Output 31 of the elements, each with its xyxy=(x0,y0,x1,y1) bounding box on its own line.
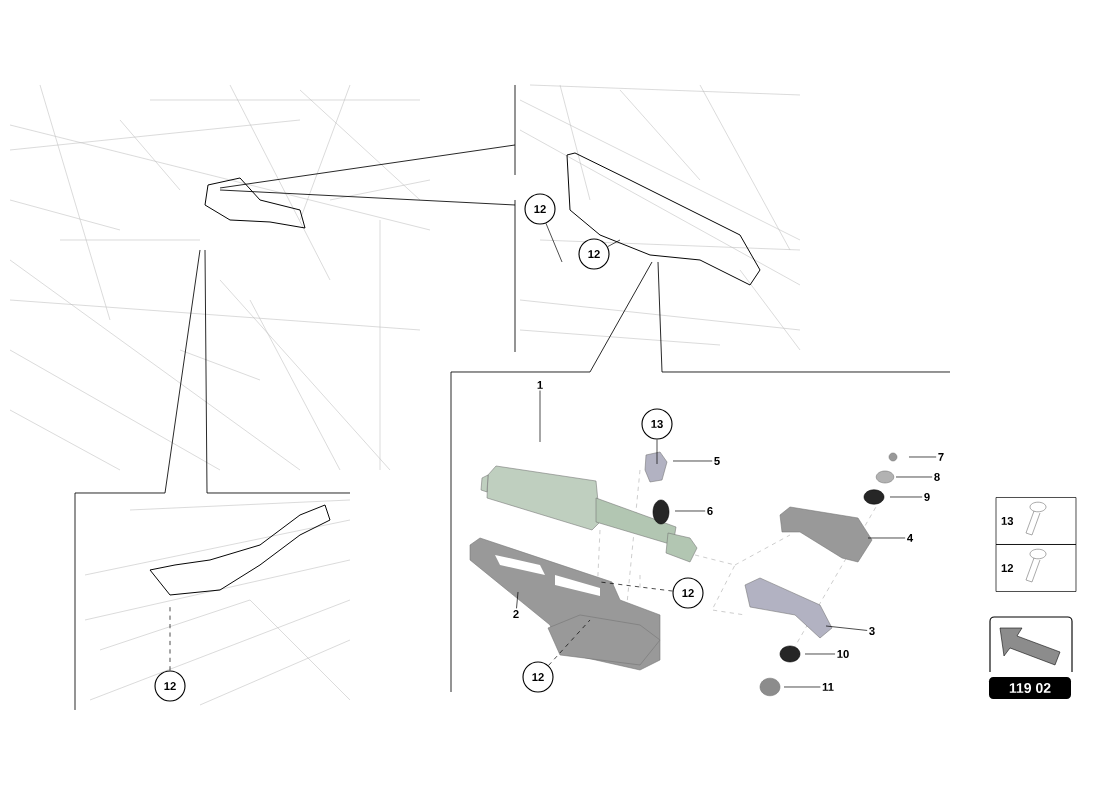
view-number-label: 119 02 xyxy=(989,677,1071,699)
leader-line xyxy=(825,625,868,631)
callout-number: 4 xyxy=(907,534,914,542)
callout-number: 1 xyxy=(537,381,543,389)
leader-line xyxy=(804,653,836,655)
leader-line xyxy=(548,619,591,666)
callout-number: 7 xyxy=(938,453,944,461)
callout-number: 9 xyxy=(924,493,930,501)
leader-line xyxy=(545,223,563,263)
leader-line xyxy=(889,496,923,498)
leader-line xyxy=(516,591,519,609)
callout-number: 2 xyxy=(513,610,519,618)
callout-number: 10 xyxy=(837,650,849,658)
callout-number: 5 xyxy=(714,457,720,465)
table-cell: 13 xyxy=(995,497,1077,545)
leader-line xyxy=(674,510,706,512)
leader-line xyxy=(672,460,713,462)
leader-line xyxy=(539,390,541,443)
leader-line xyxy=(783,686,821,688)
leader-line xyxy=(607,239,621,247)
leader-line xyxy=(895,476,933,478)
callout-number: 3 xyxy=(869,627,875,635)
callout-number: 11 xyxy=(822,683,834,691)
callout-number: 8 xyxy=(934,473,940,481)
leader-line xyxy=(599,581,673,592)
table-cell: 12 xyxy=(995,544,1077,592)
leader-line xyxy=(169,605,171,671)
leader-line xyxy=(908,456,937,458)
callout-number: 6 xyxy=(707,507,713,515)
leader-line xyxy=(656,439,658,465)
leader-line xyxy=(867,537,906,539)
